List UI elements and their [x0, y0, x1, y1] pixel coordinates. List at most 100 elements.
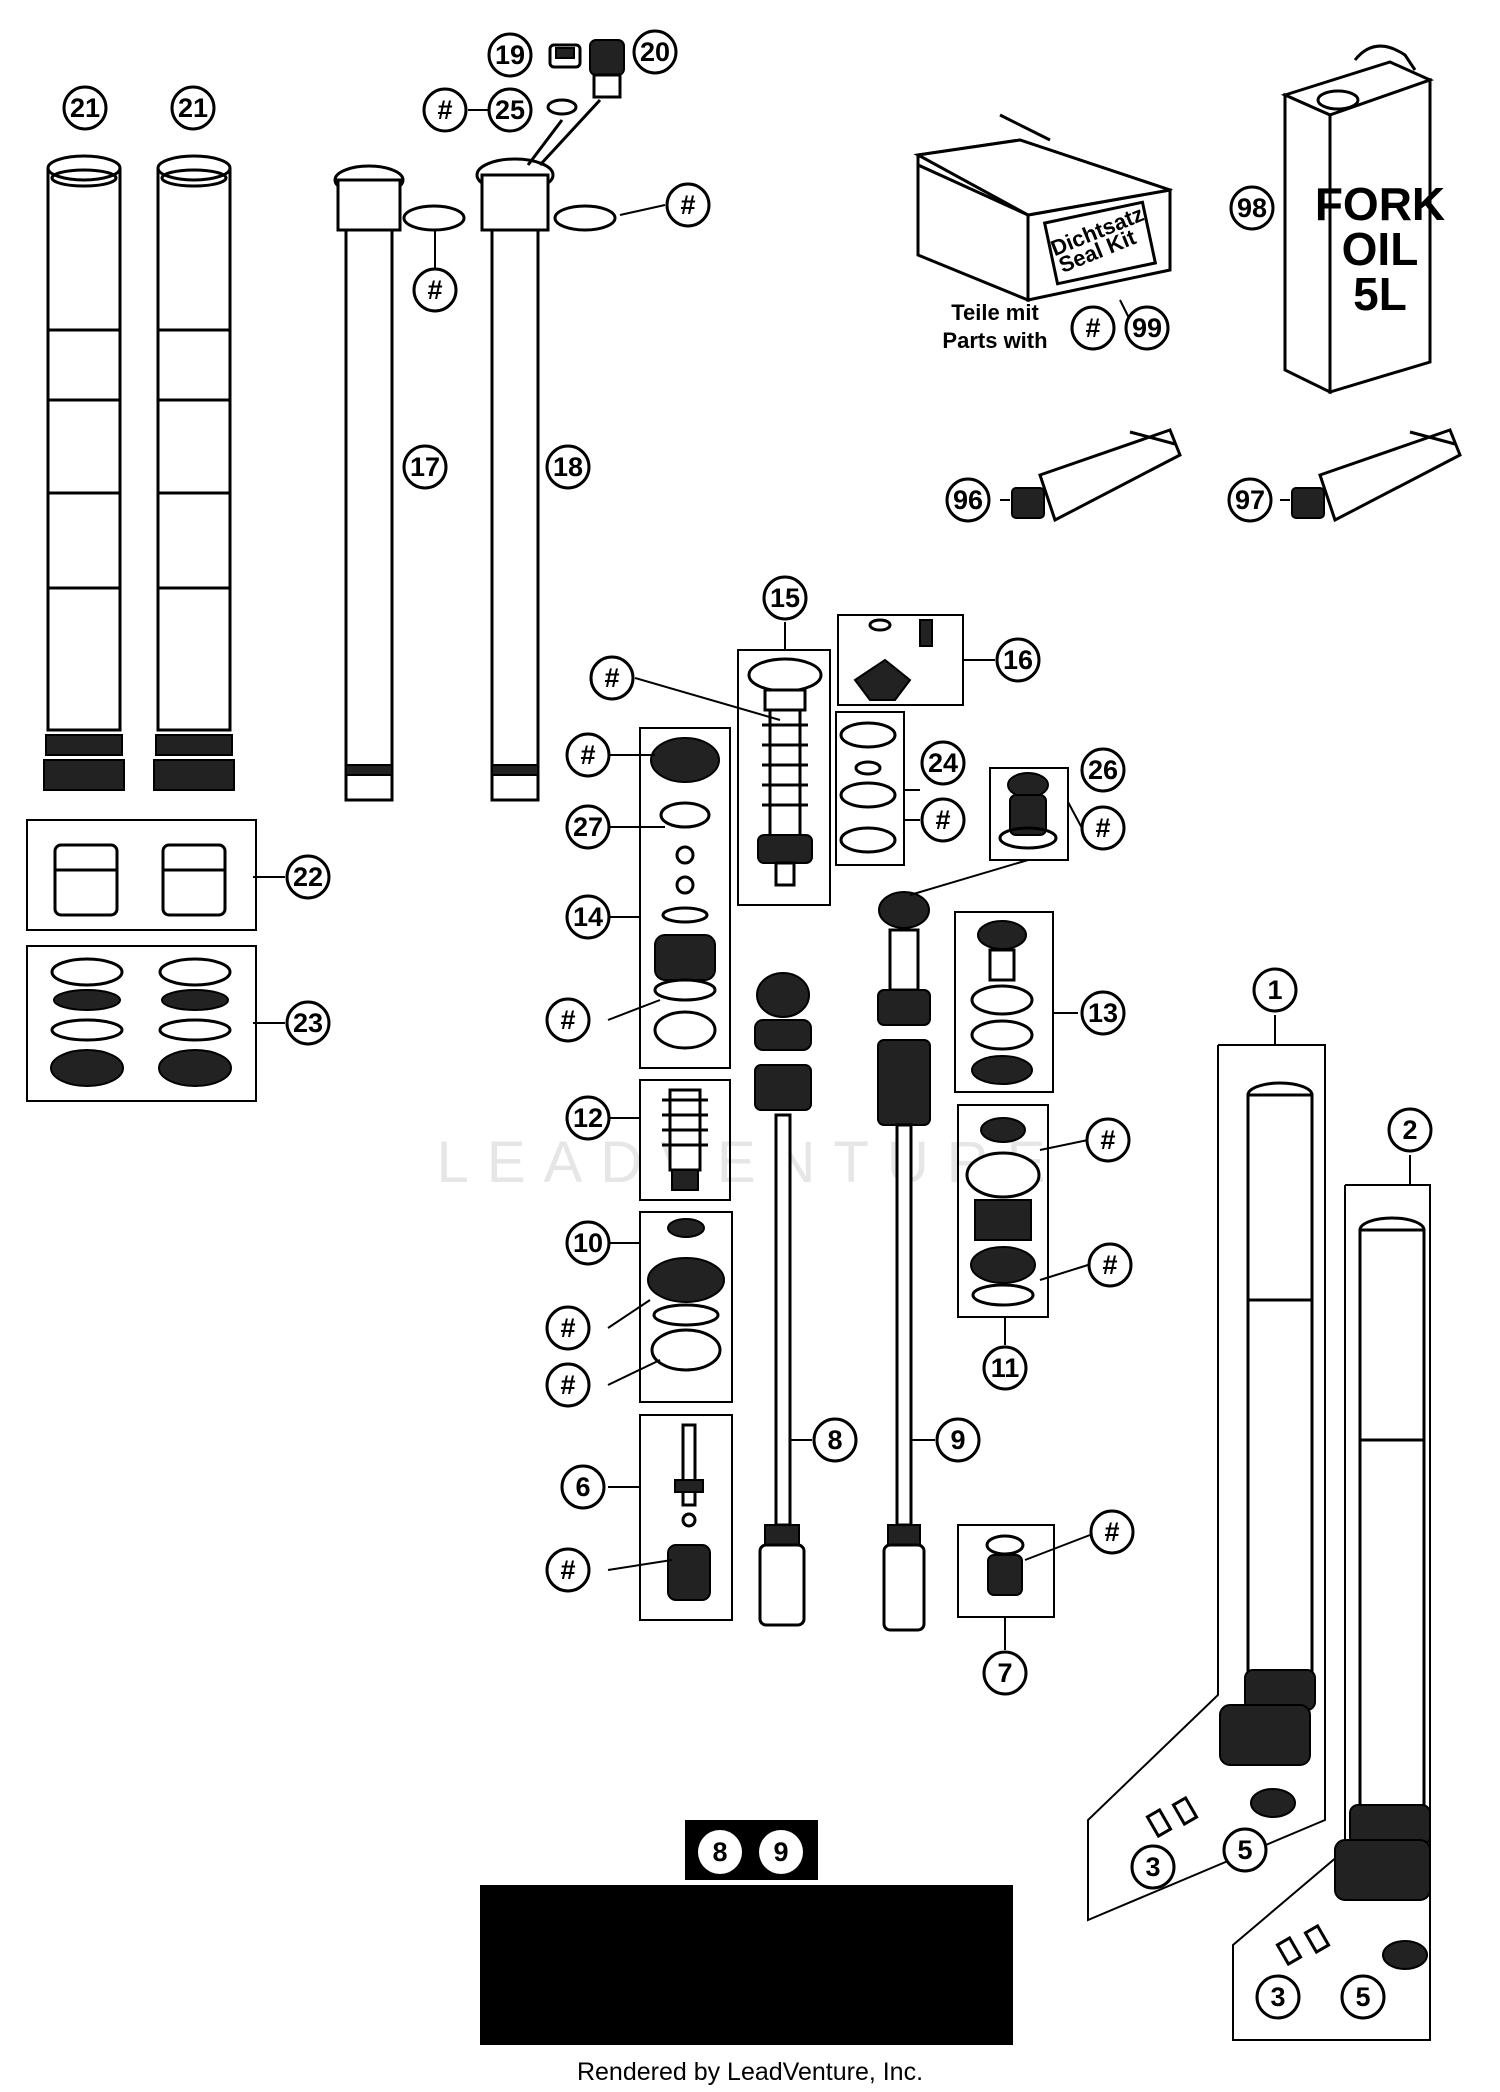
seal-ring-set — [50, 957, 232, 1087]
grease-tube-96 — [1011, 428, 1182, 523]
group-box-11 — [957, 1104, 1049, 1318]
callout-11-hash-top: # — [1100, 1125, 1115, 1155]
callout-6: 6 — [575, 1472, 590, 1502]
bolts-3a — [1145, 1795, 1199, 1839]
callout-21-right: 21 — [178, 93, 208, 123]
spring-12 — [662, 1088, 708, 1191]
callout-14: 14 — [573, 902, 603, 932]
piston-stack-14 — [650, 737, 720, 1050]
callout-10: 10 — [573, 1228, 603, 1258]
o-ring-25 — [546, 98, 578, 116]
grease-tube-97 — [1291, 428, 1462, 523]
callout-7: 7 — [997, 1658, 1012, 1688]
oil-can-line1: FORK — [1315, 178, 1445, 230]
ring-set-24 — [839, 721, 897, 854]
callout-17: 17 — [410, 452, 440, 482]
fork-boot-right — [153, 154, 235, 791]
guide-bushing-pair — [53, 843, 227, 917]
base-valve-10 — [647, 1218, 725, 1372]
callout-3-leg2: 3 — [1270, 1982, 1285, 2012]
group-box-22 — [26, 819, 257, 931]
callout-18-hash: # — [680, 190, 695, 220]
group-box-26 — [989, 767, 1069, 861]
callout-98: 98 — [1237, 193, 1267, 223]
callout-27: 27 — [573, 812, 603, 842]
group-box-1 — [1087, 1044, 1326, 1922]
callout-23: 23 — [293, 1008, 323, 1038]
callout-11-hash-bottom: # — [1102, 1250, 1117, 1280]
callout-99: 99 — [1132, 313, 1162, 343]
callout-97: 97 — [1235, 485, 1265, 515]
leader-lines — [253, 109, 1411, 1650]
group-box-10 — [639, 1211, 733, 1403]
footer-credit: Rendered by LeadVenture, Inc. — [577, 2058, 923, 2086]
callout-10-hash-top: # — [560, 1313, 575, 1343]
callout-20: 20 — [640, 37, 670, 67]
valve-26 — [998, 772, 1058, 850]
parts-note-de: Teile mit — [951, 300, 1039, 325]
seal-kit-box: Dichtsatz Seal Kit — [913, 113, 1173, 303]
callout-19: 19 — [495, 40, 525, 70]
callout-96: 96 — [953, 485, 983, 515]
cartridge-8 — [754, 972, 812, 1627]
callout-24: 24 — [928, 748, 958, 778]
callout-11: 11 — [991, 1353, 1020, 1383]
callout-3-leg1: 3 — [1145, 1852, 1160, 1882]
parts-note-en: Parts with — [942, 328, 1047, 353]
callout-24-hash: # — [935, 805, 950, 835]
cartridge-9 — [877, 891, 931, 1632]
callout-8: 8 — [827, 1425, 842, 1455]
black-callout-8-circle — [698, 1830, 742, 1874]
callout-2: 2 — [1402, 1115, 1417, 1145]
callout-17-hash: # — [427, 275, 442, 305]
valve-7 — [985, 1534, 1025, 1596]
mid-valve-13 — [970, 920, 1034, 1085]
fork-oil-can: FORK OIL 5L — [1280, 44, 1445, 395]
fork-boot-left — [43, 154, 125, 791]
callout-25: 25 — [495, 95, 525, 125]
fork-leg-2 — [1334, 1216, 1431, 1901]
black-callout-9-circle — [759, 1830, 803, 1874]
callout-7-hash: # — [1104, 1517, 1119, 1547]
callout-26-hash: # — [1095, 813, 1110, 843]
tube-17 — [333, 164, 405, 802]
callout-14-hash-top: # — [580, 740, 595, 770]
callout-21-left: 21 — [70, 93, 100, 123]
callouts: 19 20 # 25 21 21 # # 17 18 # 99 98 96 97… — [62, 29, 1433, 2020]
callout-16: 16 — [1003, 645, 1033, 675]
callout-12: 12 — [573, 1103, 603, 1133]
group-box-14 — [639, 727, 731, 1069]
callout-5-leg2: 5 — [1355, 1982, 1370, 2012]
cartridge-top-15 — [747, 657, 823, 887]
black-callout-9: 9 — [773, 1837, 788, 1867]
adjuster-16 — [853, 618, 933, 701]
bolts-3b — [1275, 1923, 1331, 1967]
base-valve-11 — [965, 1117, 1041, 1307]
callout-25-hash: # — [437, 95, 452, 125]
tube-18 — [475, 157, 555, 802]
o-ring-17 — [402, 204, 466, 232]
oil-can-line3: 5L — [1353, 268, 1407, 320]
valve-20 — [589, 39, 625, 99]
oil-can-line2: OIL — [1342, 223, 1419, 275]
group-box-6 — [639, 1414, 733, 1621]
watermark: LEADVENTURE — [437, 1130, 1064, 1195]
callout-13: 13 — [1088, 998, 1118, 1028]
nut-5a — [1250, 1788, 1296, 1818]
callout-26: 26 — [1088, 755, 1118, 785]
callout-15: 15 — [770, 583, 800, 613]
needle-valve-6 — [667, 1423, 711, 1601]
callout-22: 22 — [293, 862, 323, 892]
callout-14-hash-bottom: # — [560, 1005, 575, 1035]
black-block — [480, 1885, 1013, 2045]
group-box-13 — [954, 911, 1054, 1093]
callout-10-hash-bottom: # — [560, 1370, 575, 1400]
callout-18: 18 — [553, 452, 583, 482]
fork-leg-1 — [1219, 1081, 1316, 1766]
black-callout-8: 8 — [712, 1837, 727, 1867]
group-box-24 — [835, 711, 905, 866]
nut-5b — [1382, 1940, 1428, 1970]
plug-19 — [548, 43, 582, 69]
callout-1: 1 — [1267, 975, 1282, 1005]
